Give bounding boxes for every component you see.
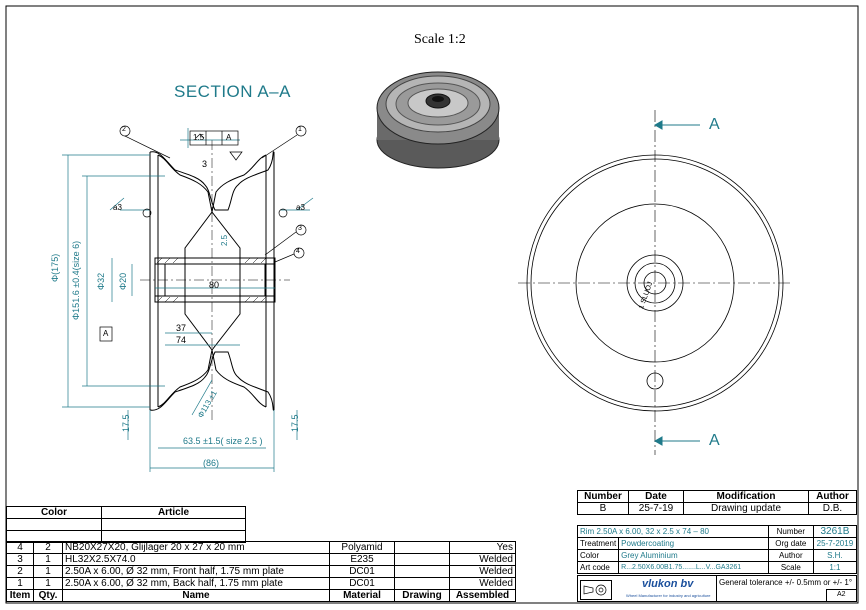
section-line-markers <box>653 120 700 446</box>
drawing-number: 3261B <box>812 525 858 538</box>
weld-a3-right: a3 <box>296 203 305 212</box>
dim-d1516: Φ151.6 ±0.4(size 6) <box>71 240 81 320</box>
tol-value: 1.5 <box>193 133 205 142</box>
section-view <box>149 151 276 411</box>
scale-label: Scale 1:2 <box>414 32 466 47</box>
bom-table: 4 2 NB20X27X20, Glijlager 20 x 27 x 20 m… <box>6 541 516 602</box>
dim-h175-left: 17.5 <box>121 414 131 432</box>
dim-d175: Φ(175) <box>50 253 60 282</box>
table-row: 1 1 2.50A x 6.00, Ø 32 mm, Back half, 1.… <box>6 577 516 590</box>
company-tagline: Wheel Manufacturer for industry and agri… <box>626 593 711 598</box>
company-footer: vlukon bv Wheel Manufacturer for industr… <box>577 575 857 602</box>
sheet-size: A2 <box>837 591 846 598</box>
balloon-3: 3 <box>298 225 302 232</box>
datum-a: A <box>103 329 109 338</box>
dim-len74: 74 <box>176 335 187 345</box>
dim-25: 2.5 <box>220 234 229 246</box>
bom-color-header: Color <box>6 506 102 519</box>
projection-symbol-icon <box>580 580 612 600</box>
dim-len80: 80 <box>209 280 220 290</box>
dim-d32: Φ32 <box>96 272 106 290</box>
section-title: SECTION A–A <box>174 82 291 101</box>
table-row: 2 1 2.50A x 6.00, Ø 32 mm, Front half, 1… <box>6 565 516 578</box>
bom-article-header: Article <box>101 506 246 519</box>
section-centerlines <box>140 140 290 420</box>
balloon-1: 1 <box>298 126 302 133</box>
balloon-2: 2 <box>122 126 126 133</box>
revision-table: Number Date Modification Author B 25-7-1… <box>577 490 857 515</box>
bom-header-table: Color Article <box>6 506 246 543</box>
wheel-front-view <box>518 110 792 455</box>
weld-a3-left: a3 <box>113 203 122 212</box>
balloon-4: 4 <box>296 248 300 255</box>
sheet-border <box>5 5 859 604</box>
description: Rim 2.50A x 6.00, 32 x 2.5 x 74 – 80 <box>577 525 769 538</box>
dim-3: 3 <box>202 159 208 169</box>
tolerance-frame <box>99 130 243 342</box>
part-balloons <box>119 125 307 263</box>
dim-h175-right: 17.5 <box>290 414 300 432</box>
company-logo: vlukon bv <box>642 578 694 590</box>
table-row: 4 2 NB20X27X20, Glijlager 20 x 27 x 20 m… <box>6 541 516 554</box>
dim-d20: Φ20 <box>118 272 128 290</box>
dimension-lines <box>62 128 314 472</box>
section-marker-bottom: A <box>709 432 720 449</box>
dim-w86: (86) <box>203 458 220 468</box>
bom-column-headers: Item Qty. Name Material Drawing Assemble… <box>6 589 516 602</box>
table-row: 3 1 HL32X2.5X74.0 E235 Welded <box>6 553 516 566</box>
section-marker-top: A <box>709 116 720 133</box>
tol-ref: A <box>226 133 232 142</box>
hub-hatching <box>156 257 267 303</box>
wheel-3d-preview <box>376 71 500 169</box>
dim-len37: 37 <box>176 323 187 333</box>
general-tolerance: General tolerance +/- 0.5mm or +/- 1° <box>719 578 853 587</box>
title-block: Rim 2.50A x 6.00, 32 x 2.5 x 74 – 80 Num… <box>576 525 858 574</box>
dim-w635: 63.5 ±1.5( size 2.5 ) <box>183 436 263 446</box>
